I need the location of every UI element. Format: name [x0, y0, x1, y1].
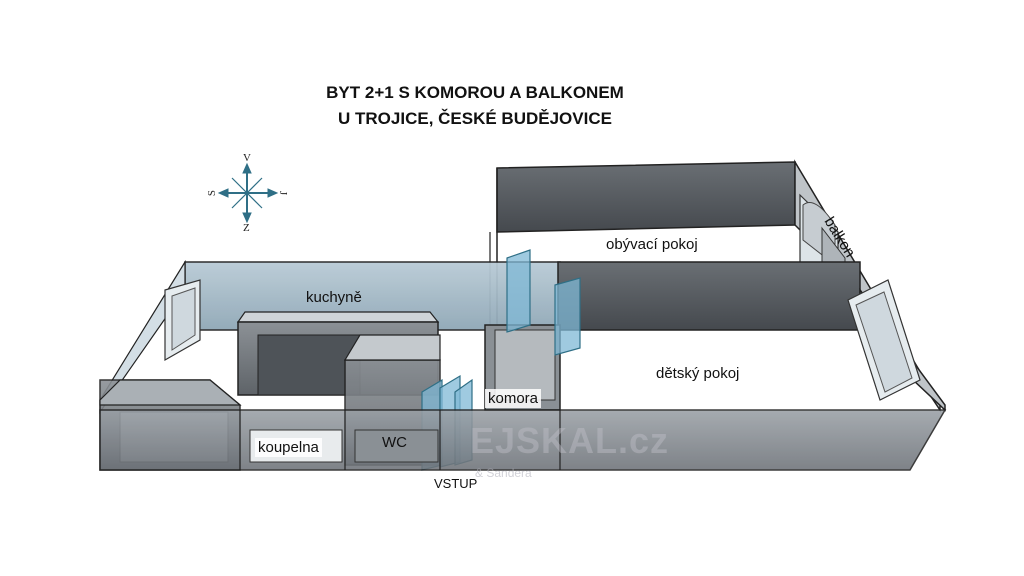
room-label-living-room: obývací pokoj [606, 236, 698, 253]
watermark-sub: & Sandera [475, 466, 532, 480]
room-label-kids-room: dětský pokoj [656, 365, 740, 382]
compass-north: V [243, 152, 251, 164]
room-label-bathroom: koupelna [255, 438, 322, 457]
storage-block [484, 324, 561, 411]
plan-title-line1: BYT 2+1 S KOMOROU A BALKONEM [326, 83, 624, 102]
room-label-kitchen: kuchyně [306, 289, 362, 306]
kids-room-window [847, 279, 921, 401]
plan-title-line2: U TROJICE, ČESKÉ BUDĚJOVICE [338, 109, 612, 128]
compass-west: S [206, 189, 219, 197]
compass-east: J [277, 190, 290, 196]
watermark: EJSKAL.cz [470, 420, 670, 461]
entrance-label: VSTUP [434, 476, 478, 491]
compass-south: Z [243, 222, 250, 234]
room-label-storage: komora [485, 389, 542, 408]
kitchen-window [164, 279, 201, 362]
compass-rose [217, 162, 279, 224]
room-label-wc: WC [382, 434, 407, 451]
